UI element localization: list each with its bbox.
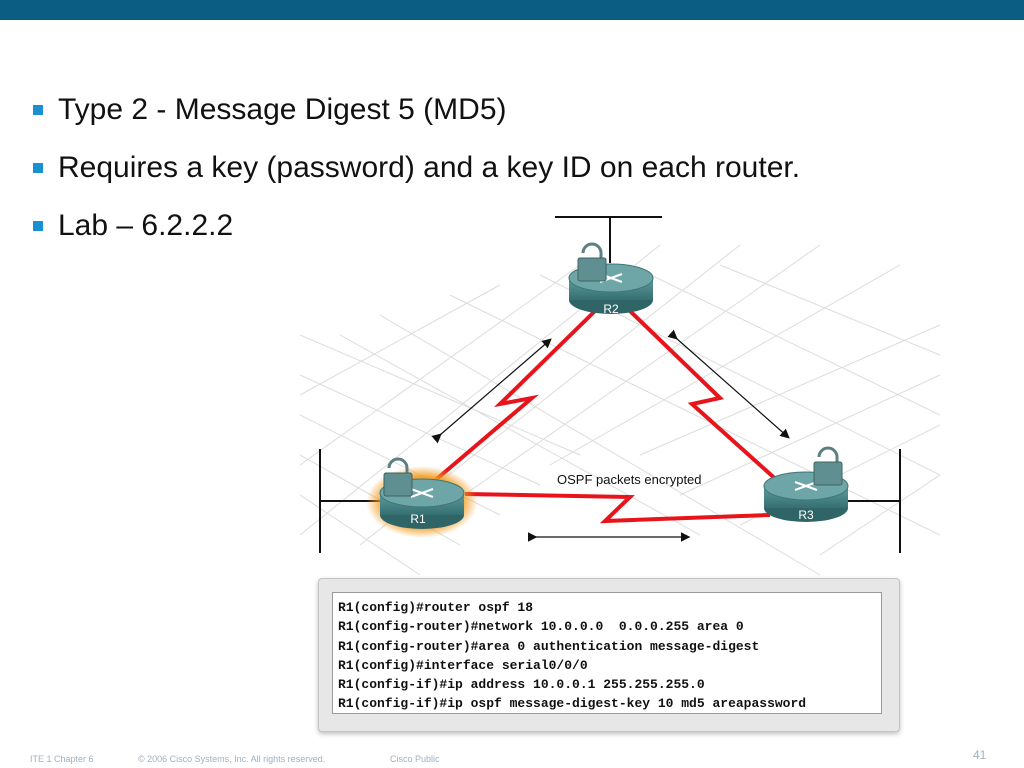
header-bar	[0, 0, 1024, 20]
config-line: R1(config)#interface serial0/0/0	[338, 657, 588, 673]
bullet-list: Type 2 - Message Digest 5 (MD5) Requires…	[30, 92, 800, 266]
padlock-icon	[383, 457, 413, 497]
serial-link-r2-r3	[628, 309, 782, 485]
double-arrow-icon	[431, 338, 552, 444]
double-arrow-icon	[667, 329, 790, 439]
router-r1: R1	[366, 457, 478, 538]
router-r2: R2	[568, 242, 654, 316]
serial-links	[430, 309, 782, 524]
bullet-item-md5: Type 2 - Message Digest 5 (MD5)	[30, 92, 800, 150]
padlock-icon	[577, 242, 607, 282]
bullet-item-lab: Lab – 6.2.2.2	[30, 208, 800, 266]
footer-classification: Cisco Public	[390, 754, 440, 764]
square-bullet-icon	[33, 163, 43, 173]
bullet-text: Requires a key (password) and a key ID o…	[58, 151, 801, 184]
bullet-text: Lab – 6.2.2.2	[58, 209, 234, 242]
router-icon	[794, 481, 818, 491]
square-bullet-icon	[33, 105, 43, 115]
config-line: R1(config)#router ospf 18	[338, 600, 534, 615]
config-line: R1(config-if)#ip address 10.0.0.1 255.25…	[338, 677, 705, 693]
bullet-item-key: Requires a key (password) and a key ID o…	[30, 150, 800, 208]
bullet-text: Type 2 - Message Digest 5 (MD5)	[58, 93, 507, 126]
page-number: 41	[973, 748, 987, 762]
footer-chapter: ITE 1 Chapter 6	[30, 754, 94, 764]
ospf-topology-diagram: OSPF packets encrypted R2 R1	[300, 216, 940, 576]
link-label: OSPF packets encrypted	[557, 472, 702, 487]
footer-copyright: © 2006 Cisco Systems, Inc. All rights re…	[138, 754, 326, 764]
config-panel: R1(config)#router ospf 18 R1(config-rout…	[318, 578, 900, 732]
footer: ITE 1 Chapter 6 © 2006 Cisco Systems, In…	[0, 748, 1024, 768]
router-label: R3	[798, 508, 814, 522]
packet-flow-arrows	[431, 329, 790, 542]
router-label: R2	[603, 302, 619, 316]
cli-config-box: R1(config)#router ospf 18 R1(config-rout…	[332, 592, 882, 714]
serial-link-r1-r2	[430, 309, 597, 485]
serial-link-r1-r3	[464, 492, 771, 524]
router-icon	[410, 488, 434, 498]
config-line: R1(config-router)#area 0 authentication …	[338, 638, 760, 654]
config-line: R1(config-if)#ip ospf message-digest-key…	[338, 696, 807, 712]
router-r3: R3	[763, 446, 849, 522]
config-line: R1(config-router)#network 10.0.0.0 0.0.0…	[338, 619, 744, 635]
padlock-icon	[813, 446, 843, 486]
square-bullet-icon	[33, 221, 43, 231]
router-label: R1	[410, 512, 426, 526]
